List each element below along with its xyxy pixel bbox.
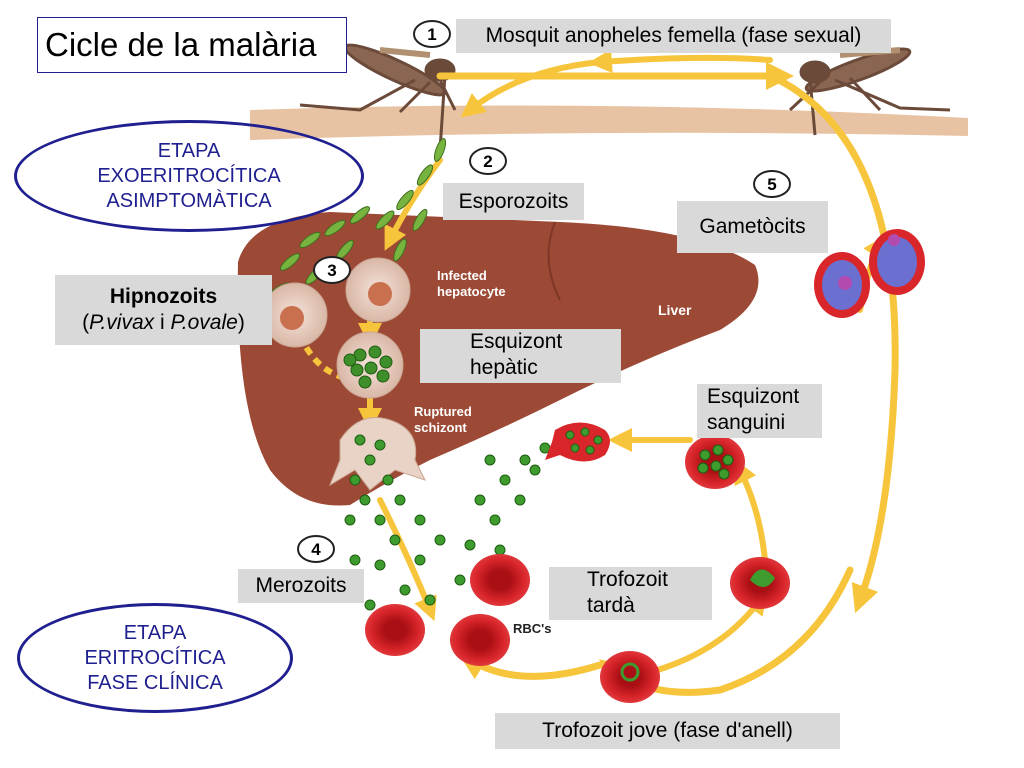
merozoites-group <box>344 434 551 611</box>
rbcs-label: RBC's <box>513 621 552 636</box>
red-blood-cells <box>365 422 790 703</box>
label-mosquit: Mosquit anopheles femella (fase sexual) <box>456 19 891 53</box>
step-4-icon: 4 <box>311 540 321 559</box>
step-1-icon: 1 <box>427 25 436 44</box>
label-esporozoits: Esporozoits <box>443 183 584 220</box>
step-5-icon: 5 <box>767 175 776 194</box>
page-title: Cicle de la malària <box>37 17 347 73</box>
liver-label: Liver <box>658 302 692 318</box>
label-hipnozoits: Hipnozoits (P.vivax i P.ovale) <box>55 275 272 345</box>
step-3-icon: 3 <box>327 261 336 280</box>
label-trofozoit-jove: Trofozoit jove (fase d'anell) <box>495 713 840 749</box>
step-2-icon: 2 <box>483 152 492 171</box>
label-gametocits: Gametòcits <box>677 201 828 253</box>
skin-band <box>250 105 968 140</box>
label-merozoits: Merozoits <box>238 569 364 603</box>
